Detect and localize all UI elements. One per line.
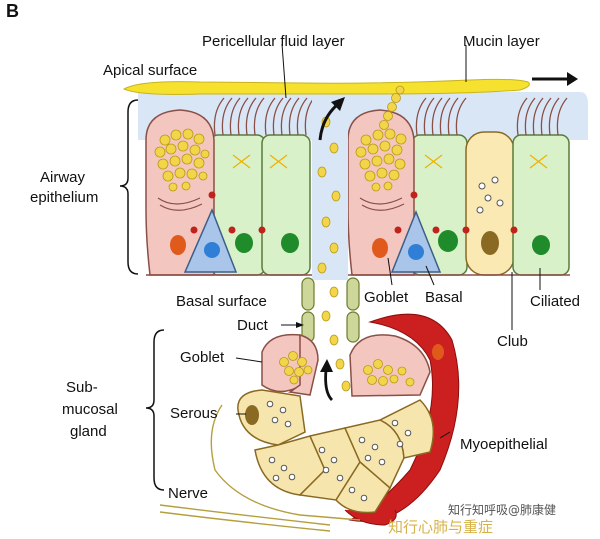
serous-nuclei	[245, 405, 259, 425]
nerve-fibers	[159, 404, 361, 532]
mucus-granules	[363, 359, 415, 387]
cilia	[415, 97, 568, 136]
nucleus	[235, 233, 253, 253]
secretion-arrow-top	[318, 97, 345, 141]
airway-epithelium-bracket	[119, 99, 139, 275]
duct-label: Duct	[237, 317, 269, 334]
mucin-layer-label: Mucin layer	[463, 33, 540, 50]
apical-surface-label: Apical surface	[103, 62, 197, 79]
leader-lines	[235, 43, 541, 439]
airway-epithelium-right	[347, 85, 570, 276]
submucosal-label-line2: mucosal	[62, 401, 118, 418]
serous-label: Serous	[170, 405, 218, 422]
mucin-layer	[122, 78, 530, 95]
airway-label-line1: Airway	[40, 169, 86, 186]
serous-granules	[266, 400, 412, 502]
airway-epithelium-left	[145, 97, 315, 276]
basal-bodies	[424, 154, 548, 169]
basal-cell	[390, 209, 442, 273]
watermark-line2: 知行心肺与重症	[388, 518, 493, 536]
nucleus	[170, 235, 186, 255]
mucus-granules	[154, 128, 210, 192]
gland-goblet-label: Goblet	[180, 349, 225, 366]
lumen-mucus-droplets	[317, 116, 351, 392]
watermark: 知行知呼吸@肺康健 知行心肺与重症	[388, 502, 556, 536]
submucosal-label-line3: gland	[70, 423, 107, 440]
submucosal-gland-bracket	[145, 329, 165, 491]
pericellular-fluid-label: Pericellular fluid layer	[202, 33, 345, 50]
basal-bodies	[232, 154, 288, 169]
duct-wall	[301, 277, 360, 343]
secreted-mucus	[379, 85, 405, 130]
nucleus	[204, 242, 220, 258]
gland-secretion-arrow	[320, 359, 334, 401]
watermark-line1: 知行知呼吸@肺康健	[448, 502, 556, 517]
goblet-cell-label: Goblet	[364, 289, 409, 306]
mucus-granules	[355, 128, 407, 192]
basal-surface-label: Basal surface	[176, 293, 267, 310]
nucleus	[481, 231, 499, 255]
tight-junctions	[190, 191, 266, 234]
mucus-flow-arrow	[532, 72, 578, 86]
mucus-granules	[279, 351, 313, 385]
basal-cell	[183, 208, 238, 273]
nucleus	[532, 235, 550, 255]
serous-cells	[237, 389, 435, 514]
basal-cell-label: Basal	[425, 289, 463, 306]
submucosal-label-line1: Sub-	[66, 379, 98, 396]
panel-letter: B	[6, 1, 19, 21]
airway-label-line2: epithelium	[30, 189, 98, 206]
nucleus	[438, 230, 458, 252]
tight-junctions	[394, 191, 518, 234]
nucleus	[372, 238, 388, 258]
myoepithelial-label: Myoepithelial	[460, 436, 548, 453]
ciliated-cell-label: Ciliated	[530, 293, 580, 310]
club-granules	[476, 176, 504, 214]
nucleus	[408, 244, 424, 260]
nucleus	[281, 233, 299, 253]
club-cell-label: Club	[497, 333, 528, 350]
nerve-label: Nerve	[168, 485, 208, 502]
